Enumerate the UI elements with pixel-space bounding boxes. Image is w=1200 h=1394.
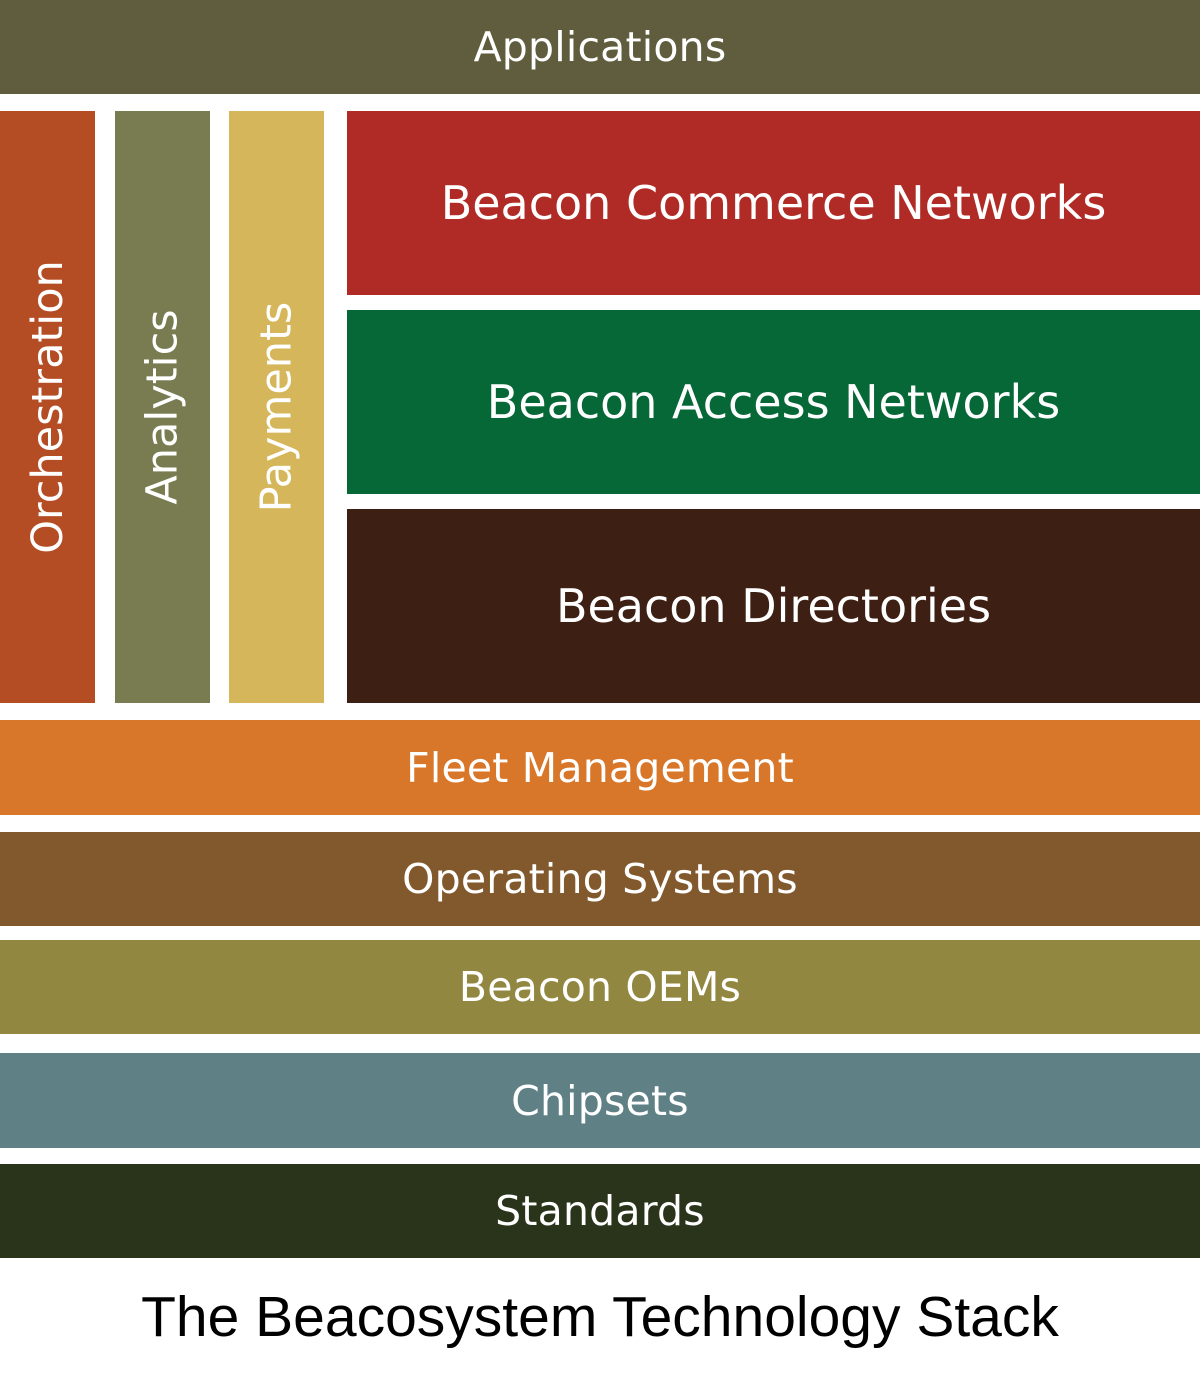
layer-chipsets-label: Chipsets (511, 1076, 689, 1125)
column-payments: Payments (229, 111, 324, 703)
layer-applications-label: Applications (473, 23, 727, 71)
layer-fleet-management-label: Fleet Management (406, 743, 794, 792)
diagram-caption: The Beacosystem Technology Stack (141, 1285, 1059, 1349)
layer-beacon-access-networks-label: Beacon Access Networks (486, 375, 1061, 429)
layer-standards: Standards (0, 1164, 1200, 1258)
layer-beacon-commerce-networks: Beacon Commerce Networks (347, 111, 1200, 295)
column-orchestration: Orchestration (0, 111, 95, 703)
layer-operating-systems-label: Operating Systems (402, 855, 798, 903)
layer-chipsets: Chipsets (0, 1053, 1200, 1148)
layer-beacon-oems: Beacon OEMs (0, 940, 1200, 1034)
layer-operating-systems: Operating Systems (0, 832, 1200, 926)
layer-beacon-access-networks: Beacon Access Networks (347, 310, 1200, 494)
layer-fleet-management: Fleet Management (0, 720, 1200, 815)
layer-beacon-oems-label: Beacon OEMs (458, 963, 742, 1011)
column-orchestration-label: Orchestration (22, 260, 73, 554)
layer-beacon-directories-label: Beacon Directories (555, 579, 992, 633)
layer-applications: Applications (0, 0, 1200, 94)
layer-beacon-commerce-networks-label: Beacon Commerce Networks (440, 176, 1107, 230)
layer-standards-label: Standards (495, 1187, 705, 1235)
column-analytics-label: Analytics (137, 309, 188, 505)
layer-beacon-directories: Beacon Directories (347, 509, 1200, 703)
column-payments-label: Payments (251, 301, 302, 513)
column-analytics: Analytics (115, 111, 210, 703)
